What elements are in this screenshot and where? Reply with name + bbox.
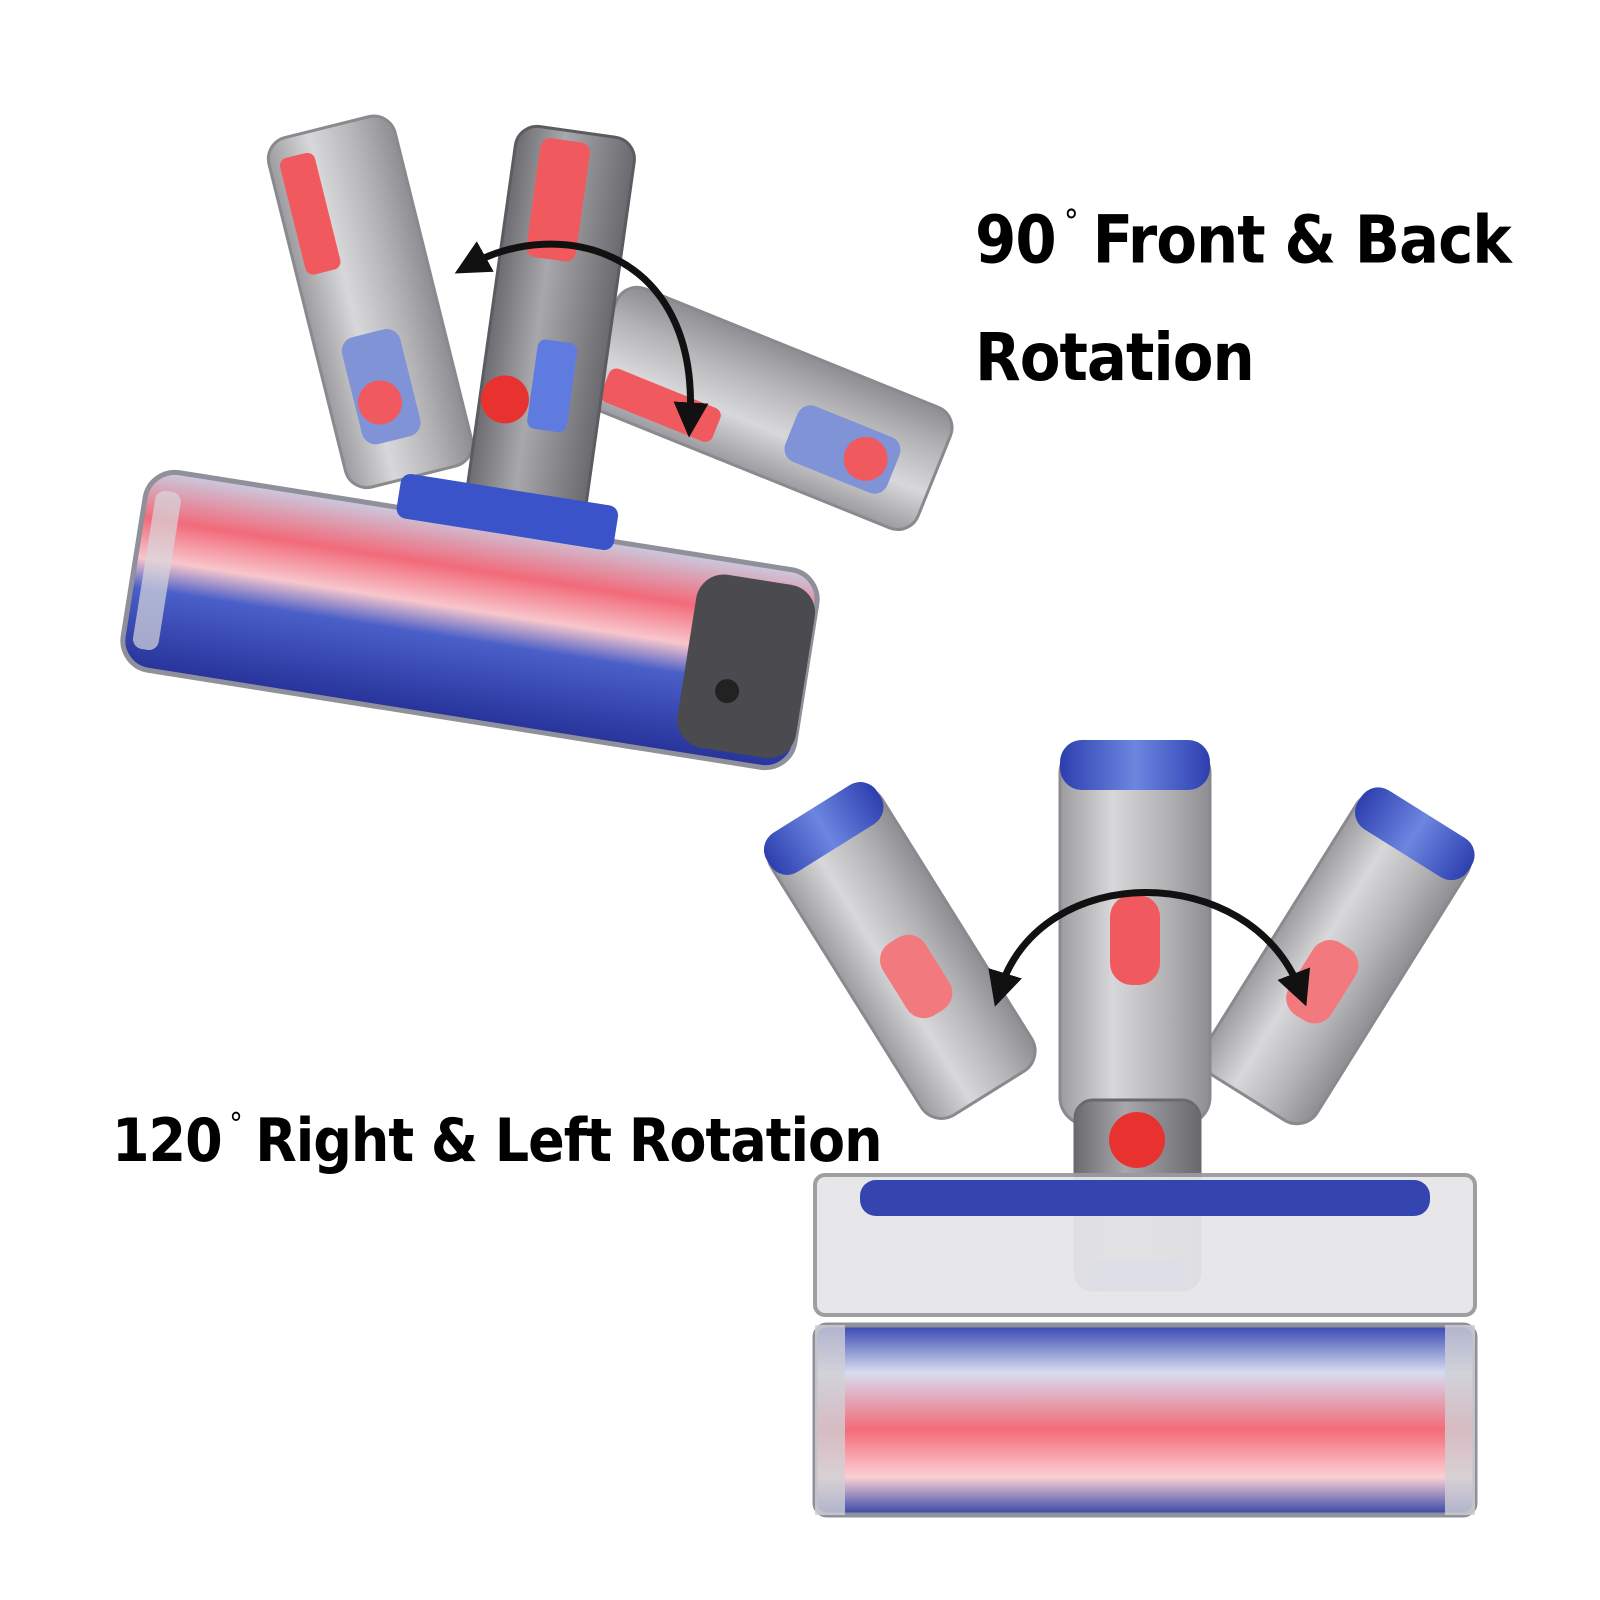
- degree-symbol: °: [1063, 202, 1079, 241]
- right-left-caption: 120°Right & Left Rotation: [112, 1107, 883, 1172]
- rotation-arrow-icon: [988, 889, 1311, 1007]
- front-back-caption-line1: 90°Front & Back: [975, 202, 1512, 274]
- degree-symbol: °: [229, 1107, 242, 1142]
- front-back-angle: 90: [975, 201, 1057, 279]
- rotation-arrow-icon: [454, 240, 709, 438]
- front-back-rotation-word: Rotation: [975, 319, 1255, 396]
- front-back-label: Front & Back: [1092, 201, 1512, 279]
- front-back-caption-line2: Rotation: [975, 325, 1255, 391]
- right-left-angle: 120: [112, 1106, 223, 1176]
- right-left-label: Right & Left Rotation: [255, 1106, 882, 1176]
- right-left-vacuum-head: [763, 740, 1478, 1518]
- front-back-vacuum-head: [120, 114, 954, 771]
